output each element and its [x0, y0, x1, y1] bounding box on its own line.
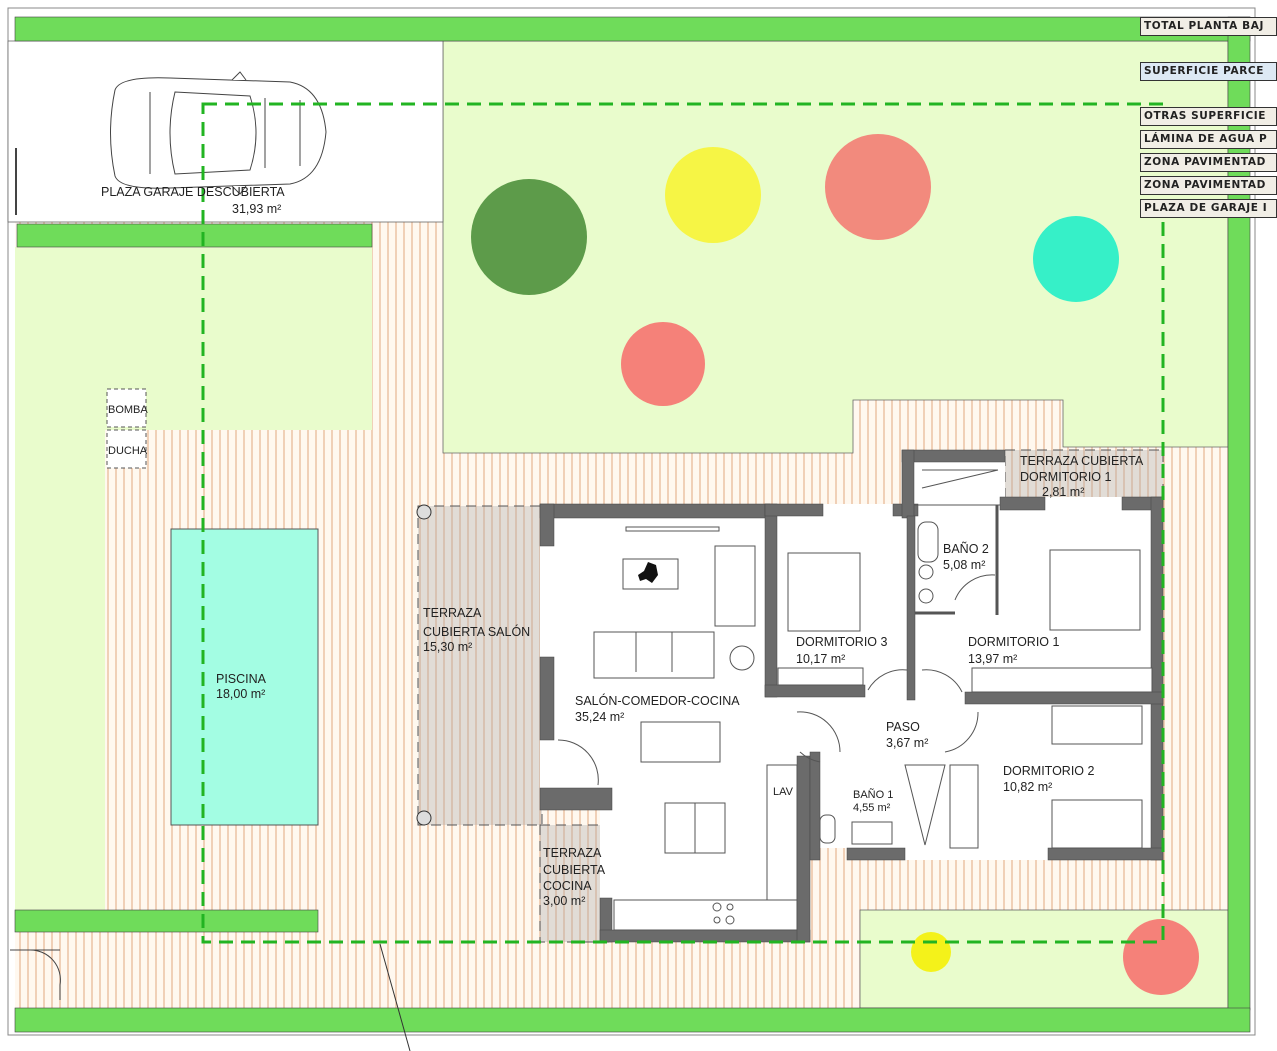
bedroom1-area: 13,97 m²: [968, 652, 1017, 666]
living-label: SALÓN-COMEDOR-COCINA: [575, 693, 740, 708]
legend-row-paved-zone: ZONA PAVIMENTAD: [1140, 176, 1277, 195]
hall-area: 3,67 m²: [886, 736, 928, 750]
bathroom1-label: BAÑO 1: [853, 788, 893, 801]
tree-icon: [911, 932, 951, 972]
bedroom3-area: 10,17 m²: [796, 652, 845, 666]
hedge-west-lower: [14, 909, 319, 933]
terrace-salon-label: TERRAZA: [423, 606, 482, 620]
tree-icon: [1123, 919, 1199, 995]
laundry-label: LAV: [773, 786, 794, 798]
column-icon: [416, 504, 432, 520]
column-icon: [416, 810, 432, 826]
legend-row-other-surfaces: OTRAS SUPERFICIE: [1140, 107, 1277, 126]
tree-icon: [621, 322, 705, 406]
car-icon: [110, 71, 327, 195]
terrace-salon-area: 15,30 m²: [423, 640, 472, 654]
legend-row-plot-surface: SUPERFICIE PARCE: [1140, 62, 1277, 81]
gate-icon[interactable]: [10, 949, 61, 1000]
bathroom2-label: BAÑO 2: [943, 542, 989, 556]
lawn-west: [15, 247, 372, 430]
tree-icon: [1033, 216, 1119, 302]
bathroom2-area: 5,08 m²: [943, 558, 985, 572]
pool-area: 18,00 m²: [216, 687, 265, 701]
terrace-kitchen-label: TERRAZA: [543, 846, 602, 860]
pool: [170, 528, 319, 826]
legend-row-paved-zone: ZONA PAVIMENTAD: [1140, 153, 1277, 172]
bedroom2-area: 10,82 m²: [1003, 780, 1052, 794]
pump-box: [106, 388, 147, 428]
hedge-north: [14, 16, 1251, 42]
bedroom2-label: DORMITORIO 2: [1003, 764, 1094, 778]
terrace-kitchen-label: COCINA: [543, 879, 592, 893]
pump-label: BOMBA: [108, 404, 148, 416]
bedroom3-label: DORMITORIO 3: [796, 635, 887, 649]
furniture: [557, 469, 1153, 931]
terrace-bedroom1-label: TERRAZA CUBIERTA: [1020, 454, 1144, 468]
legend-row-garage-space: PLAZA DE GARAJE I: [1140, 199, 1277, 218]
terrace-kitchen-area: 3,00 m²: [543, 894, 585, 908]
hedge-west-upper: [16, 223, 373, 248]
building-setback-line: [201, 102, 1165, 944]
terrace-salon-label: CUBIERTA SALÓN: [423, 624, 530, 639]
tree-icon: [665, 147, 761, 243]
tree-icon: [825, 134, 931, 240]
legend-row-total-ground-floor: TOTAL PLANTA BAJ: [1140, 17, 1277, 36]
bathroom1-area: 4,55 m²: [853, 802, 891, 814]
house-walls: [539, 449, 1164, 943]
pool-label: PISCINA: [216, 672, 267, 686]
tree-icon: [471, 179, 587, 295]
legend-row-water-surface: LÁMINA DE AGUA P: [1140, 130, 1277, 149]
shower-box: [106, 429, 147, 469]
garage-label: PLAZA GARAJE DESCUBIERTA: [101, 185, 285, 199]
terrace-kitchen-label: CUBIERTA: [543, 863, 606, 877]
terrace-bedroom1-area: 2,81 m²: [1042, 485, 1084, 499]
bedroom1-label: DORMITORIO 1: [968, 635, 1059, 649]
covered-terrace-salon: [417, 505, 543, 826]
lawn-west-strip: [15, 430, 105, 910]
garage-area: 31,93 m²: [232, 202, 281, 216]
terrace-bedroom1-label: DORMITORIO 1: [1020, 470, 1111, 484]
hall-label: PASO: [886, 720, 920, 734]
shower-label: DUCHA: [108, 445, 148, 457]
section-line: [379, 943, 411, 1051]
living-area: 35,24 m²: [575, 710, 624, 724]
hedge-south: [14, 1007, 1251, 1033]
